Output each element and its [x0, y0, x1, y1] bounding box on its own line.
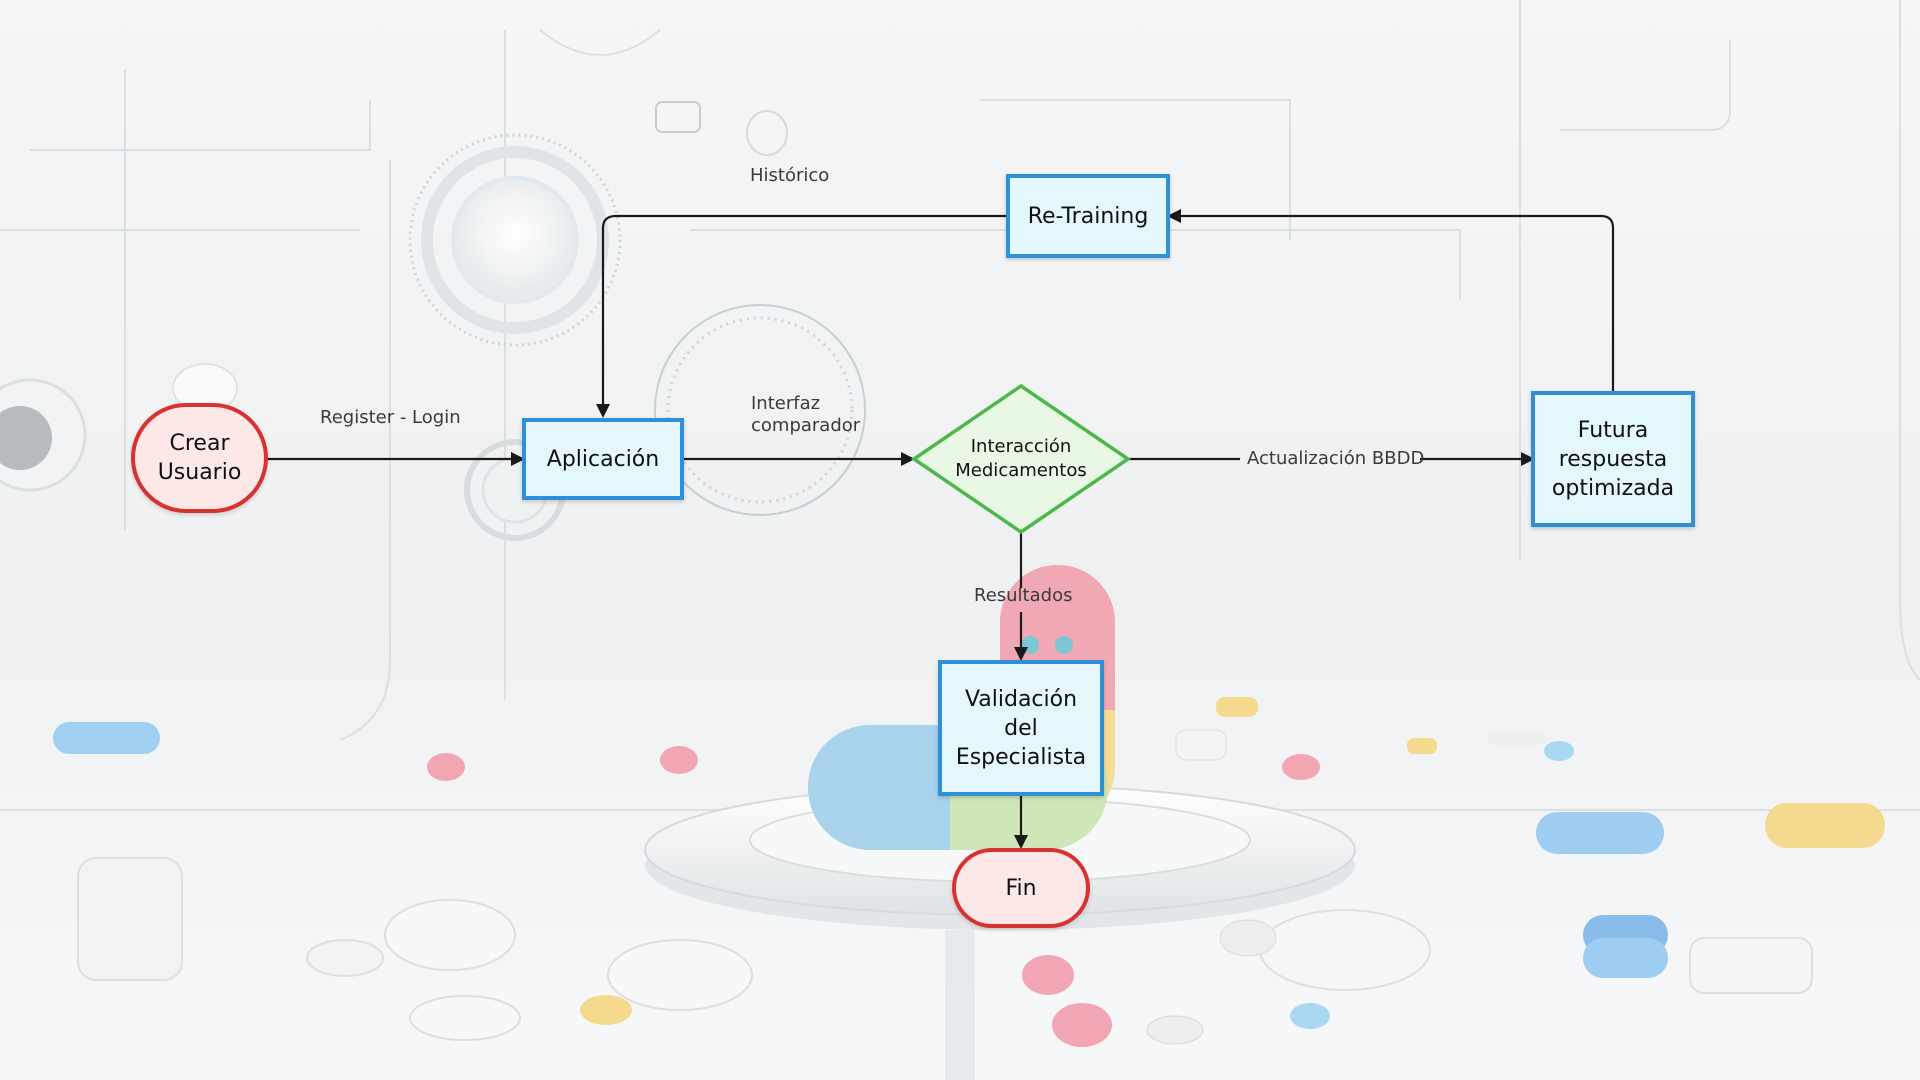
node-fin[interactable]: Fin: [952, 848, 1090, 928]
tablet-icon: [660, 746, 698, 774]
node-retraining[interactable]: Re-Training: [1006, 174, 1170, 258]
arrowhead-fin: [1014, 835, 1028, 849]
tablet-icon: [306, 939, 384, 977]
node-crear-usuario-line2: Usuario: [157, 460, 242, 485]
arrowhead-interaccion: [901, 452, 915, 466]
label-interfaz-comparador: Interfaz comparador: [751, 393, 860, 437]
node-futura-line2: respuesta: [1558, 446, 1668, 472]
tablet-icon: [1689, 937, 1813, 994]
node-futura-respuesta[interactable]: Futura respuesta optimizada: [1531, 391, 1695, 527]
node-futura-line3: optimizada: [1551, 475, 1675, 501]
capsule-icon: [1765, 803, 1885, 848]
tablet-icon: [1544, 741, 1574, 761]
pill-icon: [1216, 697, 1258, 717]
tablet-icon: [1259, 909, 1431, 991]
arrowheads: [511, 209, 1535, 849]
node-validacion-line3: Especialista: [955, 744, 1087, 770]
label-historico: Histórico: [750, 165, 830, 186]
tablet-icon: [607, 939, 753, 1011]
tablet-icon: [580, 995, 632, 1025]
arrowhead-futura: [1521, 452, 1535, 466]
arrowhead-aplicacion-top: [596, 404, 610, 418]
bottle-icon: [77, 857, 183, 981]
node-interaccion-line2: Medicamentos: [955, 460, 1087, 481]
node-validacion-line1: Validación: [964, 686, 1078, 712]
node-aplicacion-label: Aplicación: [546, 446, 660, 472]
speaker-icon: [0, 363, 238, 492]
tablet-icon: [1052, 1003, 1112, 1047]
historico-icon: [655, 101, 788, 156]
capsule-icon: [1536, 812, 1664, 854]
node-validacion-especialista[interactable]: Validación del Especialista: [938, 660, 1104, 796]
label-comparador: comparador: [751, 415, 861, 436]
tablet-icon: [1487, 733, 1547, 745]
label-interfaz: Interfaz: [751, 393, 821, 414]
tablet-icon: [1219, 919, 1277, 957]
node-interaccion-line1: Interacción: [970, 436, 1072, 457]
arrowhead-aplicacion: [511, 452, 525, 466]
node-interaccion-medicamentos[interactable]: Interacción Medicamentos: [936, 435, 1106, 483]
node-fin-label: Fin: [1005, 875, 1037, 901]
pill-icon: [1407, 738, 1437, 754]
node-aplicacion[interactable]: Aplicación: [522, 418, 684, 500]
tablet-icon: [1282, 754, 1320, 780]
tablet-icon: [1175, 729, 1227, 761]
edge-futura-retraining: [1180, 214, 1615, 391]
connectors: [268, 214, 1615, 835]
arrowhead-validacion: [1014, 647, 1028, 661]
node-futura-line1: Futura: [1577, 417, 1649, 443]
label-resultados: Resultados: [974, 585, 1073, 606]
node-crear-usuario-line1: Crear: [169, 431, 230, 456]
edge-retraining-aplicacion: [601, 214, 1006, 404]
decision-diamond: [910, 383, 1132, 535]
tablet-icon: [1146, 1015, 1204, 1045]
label-actualizacion: Actualización BBDD: [1247, 448, 1425, 469]
node-validacion-line2: del: [1004, 715, 1038, 741]
capsule-icon: [1583, 938, 1668, 978]
gauge-dial-icon: [408, 133, 622, 347]
pill-icon: [53, 722, 160, 754]
tablet-icon: [427, 753, 465, 781]
tablet-icon: [384, 899, 516, 971]
node-crear-usuario[interactable]: Crear Usuario: [131, 403, 268, 513]
tablet-icon: [1022, 955, 1074, 995]
label-register-login: Register - Login: [320, 407, 461, 428]
node-retraining-label: Re-Training: [1027, 203, 1149, 229]
arrowhead-retraining: [1167, 209, 1181, 223]
tablet-icon: [1290, 1003, 1330, 1029]
tablet-icon: [409, 995, 521, 1041]
